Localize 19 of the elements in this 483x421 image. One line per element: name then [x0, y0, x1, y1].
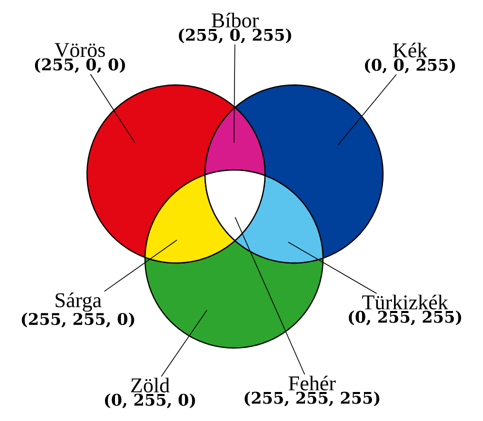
overlap-region — [144, 174, 236, 264]
color-label: Fehér (255, 255, 255) — [244, 376, 380, 406]
circle-region — [144, 240, 324, 349]
circle-region — [86, 84, 236, 258]
leader-line — [160, 310, 208, 377]
leader-line — [90, 74, 136, 144]
leader-line — [234, 216, 306, 375]
color-label: Türkizkék (0, 255, 255) — [348, 294, 462, 326]
leader-line — [104, 240, 178, 292]
color-label: Vörös (255, 0, 0) — [34, 43, 126, 73]
circle-region — [234, 84, 384, 259]
color-label: Kék (0, 0, 255) — [364, 42, 455, 74]
color-label: Bíbor (255, 0, 255) — [178, 12, 292, 44]
color-label: Sárga (255, 255, 0) — [22, 292, 134, 328]
leader-line — [288, 242, 378, 294]
overlap-region — [204, 106, 266, 176]
color-label: Zöld (0, 255, 0) — [104, 378, 196, 408]
leader-line — [234, 44, 236, 144]
leader-line — [338, 74, 397, 146]
